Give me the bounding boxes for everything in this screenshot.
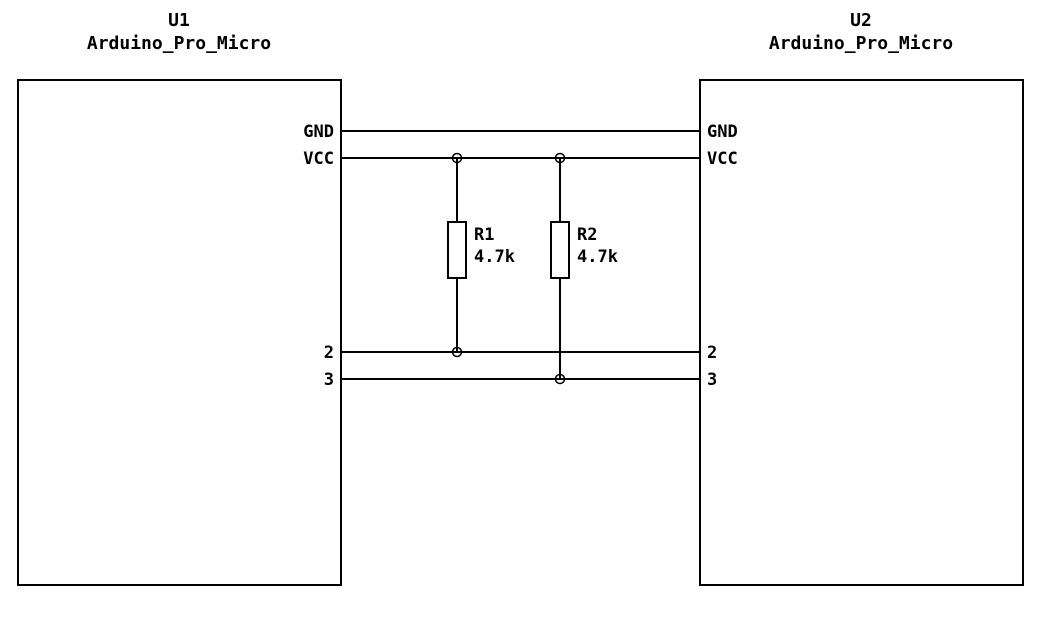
u1-pin-label-vcc: VCC xyxy=(303,149,334,169)
u1-value-label: Arduino_Pro_Micro xyxy=(87,33,271,54)
r1-reference-label: R1 xyxy=(474,225,494,245)
u2-value-label: Arduino_Pro_Micro xyxy=(769,33,953,54)
u1-reference-label: U1 xyxy=(168,10,190,31)
u2-pin-label-vcc: VCC xyxy=(707,149,738,169)
r1-value-label: 4.7k xyxy=(474,247,515,267)
junction-r1-pin2 xyxy=(451,346,463,358)
u2-pin-label-2: 2 xyxy=(707,343,717,363)
u1-pin-label-3: 3 xyxy=(324,370,334,390)
resistor-r2-body xyxy=(550,221,570,279)
junction-r1-vcc xyxy=(451,152,463,164)
junction-r2-pin3 xyxy=(554,373,566,385)
u1-pin-label-gnd: GND xyxy=(303,122,334,142)
junction-r2-vcc xyxy=(554,152,566,164)
u2-component-box xyxy=(699,79,1024,586)
resistor-r1-body xyxy=(447,221,467,279)
u1-component-box xyxy=(17,79,342,586)
r2-value-label: 4.7k xyxy=(577,247,618,267)
u2-pin-label-gnd: GND xyxy=(707,122,738,142)
r2-reference-label: R2 xyxy=(577,225,597,245)
u2-reference-label: U2 xyxy=(850,10,872,31)
u2-pin-label-3: 3 xyxy=(707,370,717,390)
u1-pin-label-2: 2 xyxy=(324,343,334,363)
